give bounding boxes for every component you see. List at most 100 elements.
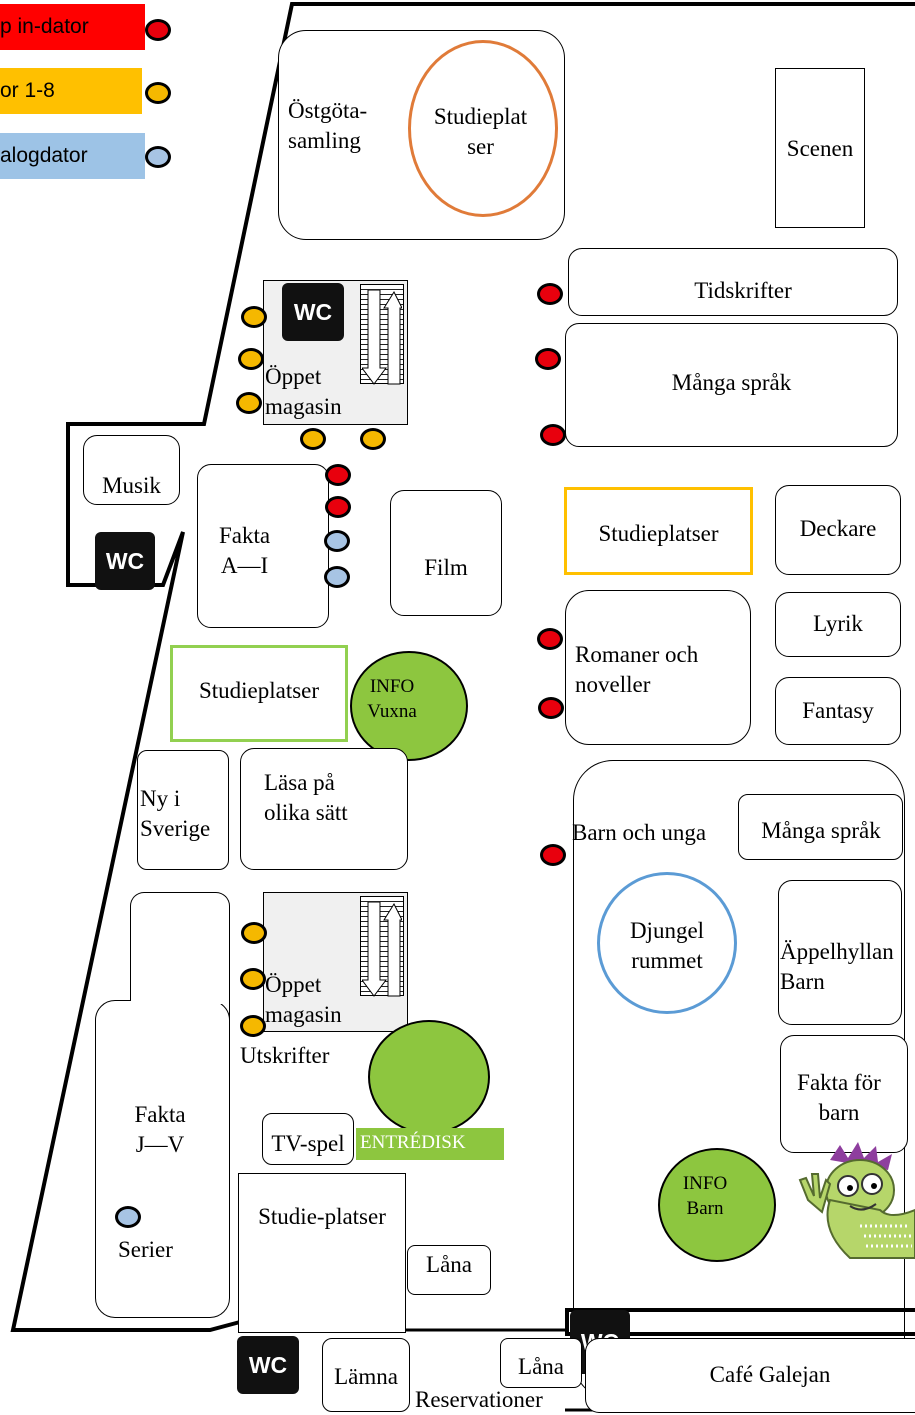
label-film: Film xyxy=(424,555,468,580)
room-fakta-a-i[interactable] xyxy=(197,464,329,628)
label-studieplatser-green: Studieplatser xyxy=(198,678,320,703)
room-studie-platser-bottom[interactable] xyxy=(238,1173,406,1333)
label-lana-2: Låna xyxy=(518,1354,564,1379)
room-tv-spel[interactable] xyxy=(262,1113,354,1165)
login-computer-dot[interactable] xyxy=(537,283,563,305)
info-desk-adults[interactable] xyxy=(350,651,468,761)
login-computer-dot[interactable] xyxy=(538,697,564,719)
label-open-storage-bottom: Öppet magasin xyxy=(265,972,342,1027)
label-barn-och-unga: Barn och unga xyxy=(572,820,707,845)
djungel-room-circle[interactable] xyxy=(597,872,737,1014)
label-lasa: Läsa på olika sätt xyxy=(264,770,348,825)
room-scenen[interactable] xyxy=(775,68,865,228)
label-romaner: Romaner och noveller xyxy=(575,642,699,697)
search-computer-dot[interactable] xyxy=(238,348,264,370)
legend-red-dot xyxy=(145,19,171,41)
room-studieplatser-yellow[interactable] xyxy=(564,487,753,575)
search-computer-dot[interactable] xyxy=(360,428,386,450)
room-romaner[interactable] xyxy=(565,590,751,745)
room-manga-sprak[interactable] xyxy=(565,323,898,447)
room-lana-2[interactable] xyxy=(500,1338,582,1388)
search-computer-dot[interactable] xyxy=(241,306,267,328)
label-tidskrifter: Tidskrifter xyxy=(694,278,792,303)
catalog-computer-dot[interactable] xyxy=(324,530,350,552)
room-lamna[interactable] xyxy=(322,1338,410,1412)
login-computer-dot[interactable] xyxy=(540,424,566,446)
legend-yellow-dot xyxy=(145,82,171,104)
label-fakta-j-v: Fakta J—V xyxy=(134,1102,186,1157)
label-scenen: Scenen xyxy=(786,136,854,161)
room-lana-1[interactable] xyxy=(407,1245,491,1295)
room-musik[interactable] xyxy=(83,435,180,505)
login-computer-dot[interactable] xyxy=(540,844,566,866)
legend-red-label: p in-dator xyxy=(0,15,89,38)
room-studieplatser-green[interactable] xyxy=(170,645,348,742)
search-computer-dot[interactable] xyxy=(240,968,266,990)
label-entredisk: ENTRÉDISK xyxy=(360,1132,466,1153)
entrance-desk[interactable] xyxy=(356,1128,504,1160)
label-manga-sprak: Många språk xyxy=(671,370,792,395)
label-utskrifter: Utskrifter xyxy=(240,1043,330,1068)
label-djungel: Djungel rummet xyxy=(629,918,705,973)
login-computer-dot[interactable] xyxy=(325,464,351,486)
info-desk-children[interactable] xyxy=(658,1148,776,1262)
search-computer-dot[interactable] xyxy=(300,428,326,450)
room-fakta-j-v[interactable] xyxy=(95,1000,230,1318)
room-lasa[interactable] xyxy=(240,748,408,870)
legend-yellow-label: or 1-8 xyxy=(0,79,55,102)
label-manga-sprak-barn: Många språk xyxy=(761,818,881,843)
wc-area xyxy=(565,1308,915,1336)
legend-blue-dot xyxy=(145,146,171,168)
label-fantasy: Fantasy xyxy=(802,698,874,723)
catalog-computer-dot[interactable] xyxy=(115,1206,141,1228)
room-appelhyllan[interactable] xyxy=(778,880,902,1025)
login-computer-dot[interactable] xyxy=(325,496,351,518)
label-musik: Musik xyxy=(102,473,161,498)
room-lyrik[interactable] xyxy=(775,592,901,657)
label-studieplatser-top: Studieplat ser xyxy=(433,104,528,159)
legend-blue: alogdator xyxy=(0,133,145,179)
label-open-storage-top: Öppet magasin xyxy=(265,364,342,419)
login-computer-dot[interactable] xyxy=(535,348,561,370)
search-computer-dot[interactable] xyxy=(241,922,267,944)
label-serier: Serier xyxy=(118,1237,173,1262)
room-ny-i-sverige[interactable] xyxy=(137,750,229,870)
mascot-icon xyxy=(798,1142,915,1259)
label-ny-i-sverige: Ny i Sverige xyxy=(140,786,211,841)
label-lamna: Lämna xyxy=(334,1364,398,1389)
fakta-j-v-join xyxy=(131,996,229,1004)
wc-icon: WC xyxy=(237,1336,299,1394)
label-fakta-a-i: Fakta A—I xyxy=(218,523,271,578)
legend-blue-label: alogdator xyxy=(0,144,88,167)
label-fakta-barn: Fakta för barn xyxy=(797,1070,881,1125)
wc-icon: WC xyxy=(282,283,344,341)
label-deckare: Deckare xyxy=(799,516,877,541)
label-studieplatser-yellow: Studieplatser xyxy=(598,521,719,546)
label-info-barn: INFO Barn xyxy=(682,1173,728,1219)
studieplatser-circle-orange[interactable] xyxy=(408,40,558,217)
search-computer-dot[interactable] xyxy=(240,1015,266,1037)
label-appelhyllan: Äppelhyllan Barn xyxy=(780,939,894,994)
label-cafe: Café Galejan xyxy=(709,1362,831,1387)
room-fantasy[interactable] xyxy=(775,677,901,745)
stairs-arrows-icon xyxy=(362,290,402,385)
search-computer-dot[interactable] xyxy=(236,392,262,414)
room-film[interactable] xyxy=(390,490,502,616)
label-ostgota: Östgöta- samling xyxy=(288,98,368,153)
label-lyrik: Lyrik xyxy=(813,611,863,636)
label-info-vuxna: INFO Vuxna xyxy=(367,676,417,722)
label-reservationer: Reservationer xyxy=(415,1387,543,1412)
legend-yellow: or 1-8 xyxy=(0,68,142,114)
room-tidskrifter[interactable] xyxy=(568,248,898,316)
room-fakta-barn[interactable] xyxy=(780,1035,908,1153)
wc-icon: WC xyxy=(95,532,155,590)
room-deckare[interactable] xyxy=(775,485,901,575)
legend-red: p in-dator xyxy=(0,4,145,50)
room-cafe[interactable] xyxy=(585,1338,915,1413)
room-manga-sprak-barn[interactable] xyxy=(738,794,903,860)
login-computer-dot[interactable] xyxy=(537,628,563,650)
catalog-computer-dot[interactable] xyxy=(324,566,350,588)
stairs-arrows-icon xyxy=(362,902,402,997)
entrance-desk-circle[interactable] xyxy=(368,1020,490,1134)
label-tv-spel: TV-spel xyxy=(271,1131,345,1156)
